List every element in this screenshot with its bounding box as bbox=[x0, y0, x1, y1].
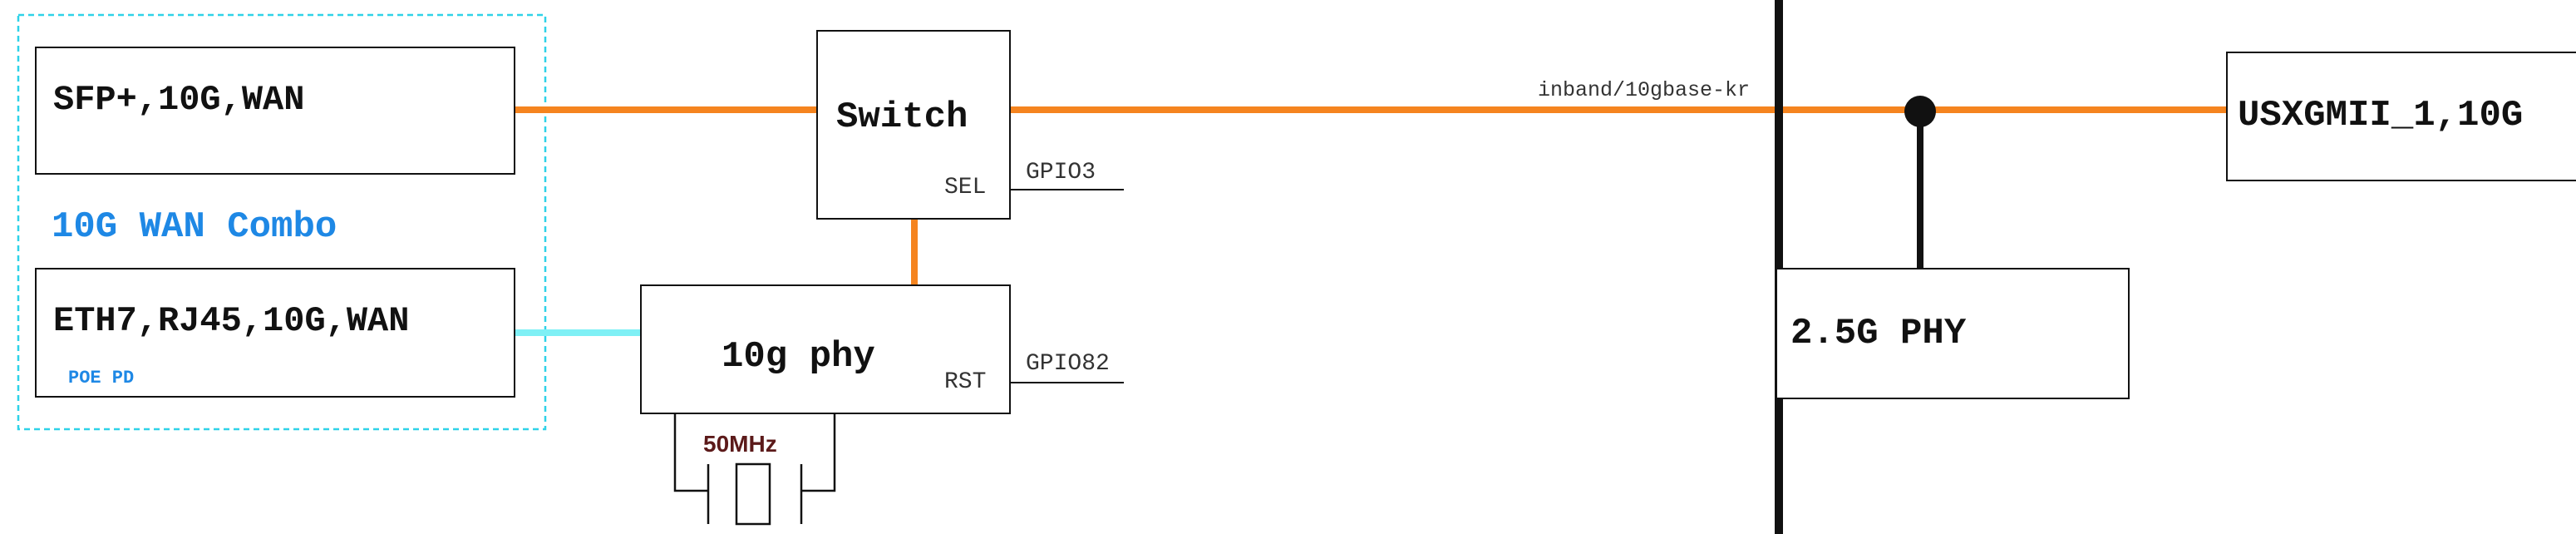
bus-protocol-label: inband/10gbase-kr bbox=[1538, 78, 1751, 102]
usxgmii-label: USXGMII_1,10G bbox=[2238, 95, 2524, 136]
phy-10g-box: 10g phy RST bbox=[640, 284, 1011, 414]
crystal-symbol bbox=[673, 413, 836, 526]
eth7-label: ETH7,RJ45,10G,WAN bbox=[53, 301, 410, 341]
usxgmii-box: USXGMII_1,10G bbox=[2226, 52, 2576, 181]
combo-group-outline bbox=[17, 13, 547, 431]
sel-pin-label: SEL bbox=[944, 175, 987, 200]
phy-10g-label: 10g phy bbox=[722, 336, 875, 378]
switch-box: Switch SEL bbox=[816, 30, 1011, 220]
gpio3-label: GPIO3 bbox=[1026, 160, 1096, 185]
eth7-box: ETH7,RJ45,10G,WAN POE PD bbox=[35, 268, 515, 398]
crystal-frequency-label: 50MHz bbox=[703, 431, 777, 457]
gpio82-label: GPIO82 bbox=[1026, 351, 1110, 377]
rst-pin-label: RST bbox=[944, 369, 987, 395]
phy-2-5g-label: 2.5G PHY bbox=[1790, 313, 1967, 354]
sfp-label: SFP+,10G,WAN bbox=[53, 80, 305, 120]
combo-title: 10G WAN Combo bbox=[52, 206, 337, 248]
phy-2-5g-box: 2.5G PHY bbox=[1776, 268, 2130, 399]
junction-dot bbox=[1904, 96, 1936, 127]
sfp-box: SFP+,10G,WAN bbox=[35, 47, 515, 175]
switch-label: Switch bbox=[836, 96, 968, 138]
poe-pd-label: POE PD bbox=[68, 368, 135, 388]
